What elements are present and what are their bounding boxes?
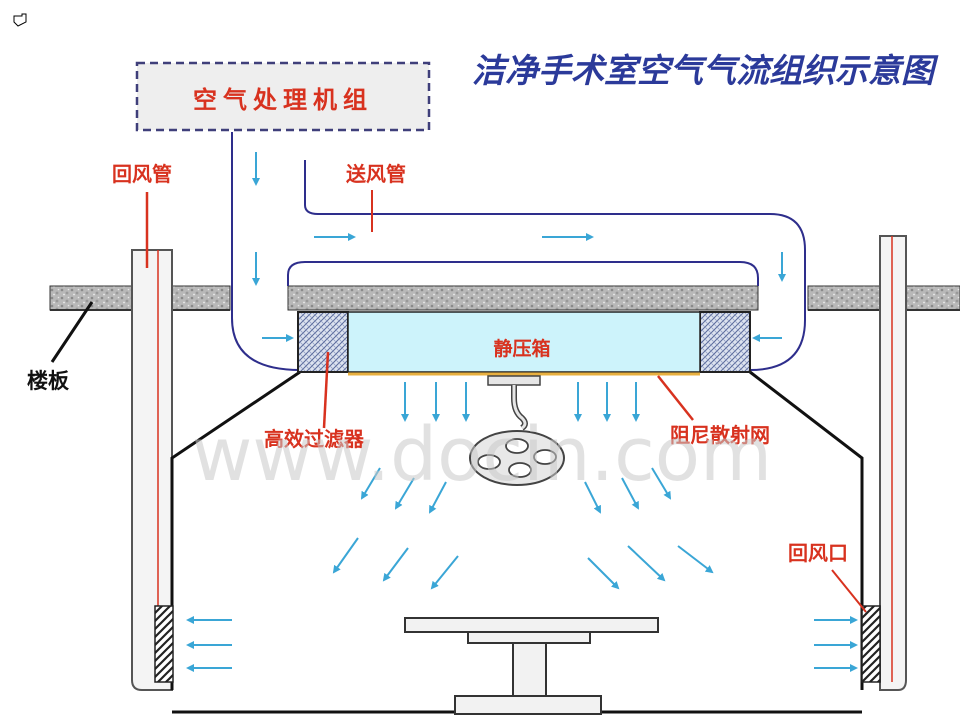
- return-duct-label: 回风管: [112, 162, 172, 186]
- hepa-filter-leader: [322, 351, 330, 429]
- airflow-arrow: [621, 477, 639, 510]
- supply-duct-outline-inner: [304, 160, 806, 371]
- supply-duct-upper-plenum: [287, 261, 759, 286]
- damping-mesh-label: 阻尼散射网: [670, 423, 770, 447]
- supply-duct-outline: [231, 132, 301, 371]
- return-grille-right: [861, 605, 881, 683]
- airflow-arrow: [584, 481, 601, 514]
- return-duct-left: [131, 249, 173, 691]
- airflow-arrows: [186, 152, 858, 672]
- hepa-filter-left: [297, 311, 349, 373]
- return-grille-left: [154, 605, 174, 683]
- floor-slab-leader: [50, 301, 94, 363]
- airflow-arrow: [677, 545, 714, 574]
- watermark: www.docin.com: [192, 412, 772, 498]
- hepa-filter-right: [699, 311, 751, 373]
- airflow-arrow: [430, 555, 459, 590]
- surgical-lamp: [469, 375, 565, 486]
- damping-mesh-leader: [657, 375, 694, 421]
- airflow-arrow: [429, 481, 447, 514]
- plenum-box-label: 静压箱: [493, 337, 550, 360]
- operating-table: [404, 617, 659, 715]
- airflow-arrow: [587, 557, 620, 590]
- diagram-title: 洁净手术室空气气流组织示意图: [472, 51, 939, 90]
- airflow-arrow: [627, 545, 666, 582]
- return-duct-right: [879, 235, 907, 691]
- airflow-arrow: [382, 547, 409, 582]
- airflow-arrow: [360, 467, 381, 500]
- airflow-arrow: [394, 477, 415, 510]
- hepa-filter-label: 高效过滤器: [264, 427, 365, 451]
- plenum-box: [347, 311, 701, 373]
- pointer-icon: [13, 13, 27, 27]
- ahu-box: [135, 61, 431, 132]
- airflow-arrow: [332, 537, 359, 574]
- ahu-label: 空气处理机组: [193, 86, 373, 114]
- floor-slab-center: [287, 285, 759, 311]
- return-outlet-label: 回风口: [788, 541, 848, 565]
- airflow-arrow: [651, 467, 672, 500]
- supply-duct-label: 送风管: [346, 162, 406, 186]
- floor-slab-label: 楼板: [27, 369, 70, 393]
- return-outlet-leader: [831, 569, 867, 613]
